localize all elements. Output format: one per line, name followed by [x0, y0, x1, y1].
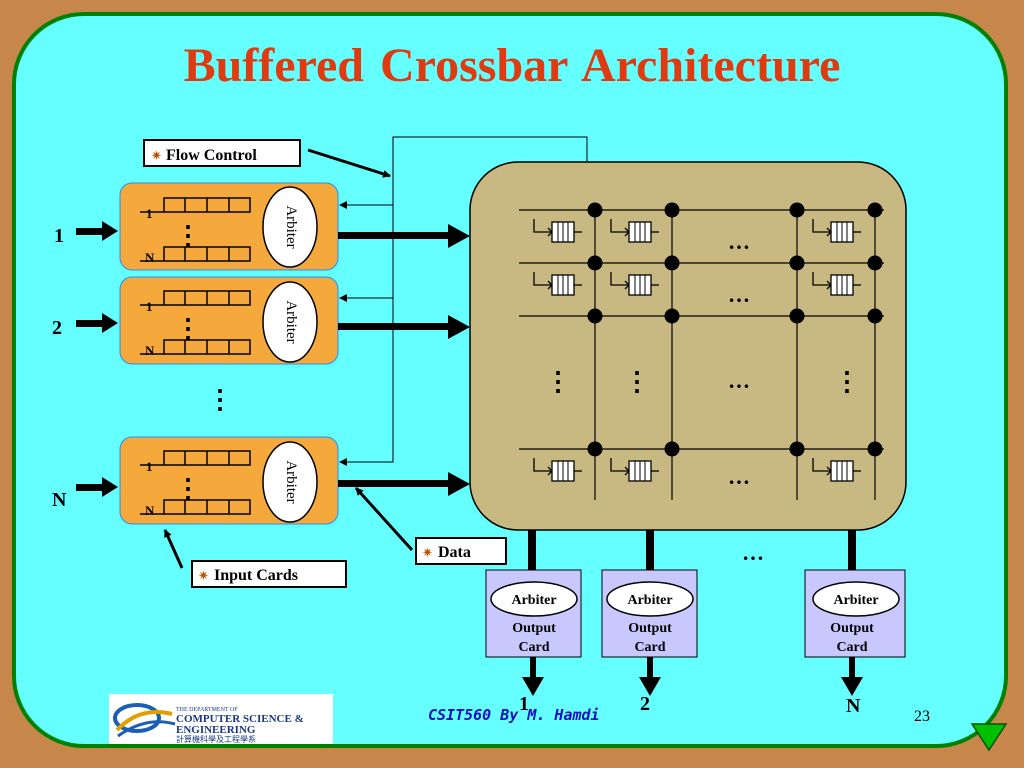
svg-text:…: …	[728, 368, 750, 393]
input-arbiter	[262, 186, 318, 268]
logo-swoosh-icon	[113, 703, 161, 733]
sparkle-icon: ✷	[151, 148, 162, 163]
svg-text:Output: Output	[512, 621, 556, 636]
svg-text:THE DEPARTMENT OF: THE DEPARTMENT OF	[176, 707, 238, 713]
svg-text:Arbiter: Arbiter	[283, 205, 299, 248]
input-card-1: 1 N ⋮ Arbiter	[119, 182, 339, 271]
fabric-output-links	[528, 530, 856, 570]
svg-text:Arbiter: Arbiter	[283, 300, 299, 343]
svg-text:Arbiter: Arbiter	[627, 593, 672, 608]
queue-ellipsis: ⋮	[175, 314, 201, 343]
flow-control-callout: ✷ Flow Control	[143, 139, 301, 167]
output-arbiter	[606, 581, 694, 617]
svg-text:⋮: ⋮	[624, 367, 650, 396]
svg-text:COMPUTER SCIENCE &: COMPUTER SCIENCE &	[176, 713, 304, 725]
crosspoint-dots	[587, 202, 883, 457]
input-port-n-label: N	[52, 489, 67, 511]
output-arbiter	[490, 581, 578, 617]
svg-text:Arbiter: Arbiter	[833, 593, 878, 608]
flow-control-label: Flow Control	[166, 147, 257, 164]
flow-control-pointer	[307, 148, 391, 178]
sparkle-icon: ✷	[198, 568, 209, 583]
input-arbiter	[262, 441, 318, 523]
svg-text:Output: Output	[628, 621, 672, 636]
svg-text:…: …	[728, 282, 750, 307]
slide-footer: CSIT560 By M. Hamdi	[428, 706, 600, 724]
svg-text:N: N	[145, 503, 155, 518]
svg-text:1: 1	[146, 206, 153, 221]
data-pointer	[354, 486, 414, 552]
sparkle-icon: ✷	[422, 545, 433, 560]
output-arbiter	[812, 581, 900, 617]
input-cards-callout: ✷ Input Cards	[191, 560, 347, 588]
svg-text:N: N	[145, 250, 155, 265]
input-cards-pointer	[163, 529, 184, 569]
svg-text:1: 1	[146, 299, 153, 314]
input-card-2: 1 N ⋮ Arbiter	[119, 276, 339, 365]
svg-text:…: …	[728, 464, 750, 489]
queue-ellipsis: ⋮	[175, 474, 201, 503]
svg-text:⋮: ⋮	[545, 367, 571, 396]
svg-text:⋮: ⋮	[834, 367, 860, 396]
slide-title: Buffered Crossbar Architecture	[183, 39, 841, 92]
output-port-n-label: N	[846, 695, 861, 717]
output-cards-ellipsis: …	[742, 540, 764, 565]
svg-text:Card: Card	[836, 640, 867, 655]
output-card-n: Arbiter Output Card	[804, 569, 906, 658]
svg-text:Card: Card	[518, 640, 549, 655]
svg-text:…: …	[728, 229, 750, 254]
input-arbiter	[262, 281, 318, 363]
output-card-1: Arbiter Output Card	[485, 569, 582, 658]
svg-text:Arbiter: Arbiter	[511, 593, 556, 608]
input-cards-ellipsis: ⋮	[207, 385, 233, 414]
department-logo: THE DEPARTMENT OF COMPUTER SCIENCE & ENG…	[109, 694, 333, 744]
svg-text:1: 1	[146, 459, 153, 474]
next-slide-icon[interactable]	[970, 723, 1008, 752]
svg-text:Card: Card	[634, 640, 665, 655]
svg-text:N: N	[145, 343, 155, 358]
queue-ellipsis: ⋮	[175, 221, 201, 250]
svg-text:ENGINEERING: ENGINEERING	[176, 724, 256, 736]
data-arrows	[338, 224, 470, 496]
svg-text:Arbiter: Arbiter	[283, 460, 299, 503]
input-arrows	[76, 221, 118, 497]
data-label: Data	[438, 544, 471, 561]
input-card-n: 1 N ⋮ Arbiter	[119, 436, 339, 525]
data-callout: ✷ Data	[415, 537, 507, 565]
input-port-1-label: 1	[54, 225, 64, 247]
input-cards-label: Input Cards	[214, 567, 298, 584]
output-card-2: Arbiter Output Card	[601, 569, 698, 658]
page-number: 23	[914, 708, 930, 725]
fabric-ellipses: … … … … ⋮ ⋮ ⋮	[545, 229, 860, 489]
output-port-1-label: 1	[519, 693, 529, 715]
svg-text:Output: Output	[830, 621, 874, 636]
svg-text:計算機科學及工程學系: 計算機科學及工程學系	[176, 734, 256, 744]
output-port-2-label: 2	[640, 693, 650, 715]
flow-control-path	[339, 136, 588, 466]
input-port-2-label: 2	[52, 317, 62, 339]
output-arrows	[522, 657, 863, 696]
